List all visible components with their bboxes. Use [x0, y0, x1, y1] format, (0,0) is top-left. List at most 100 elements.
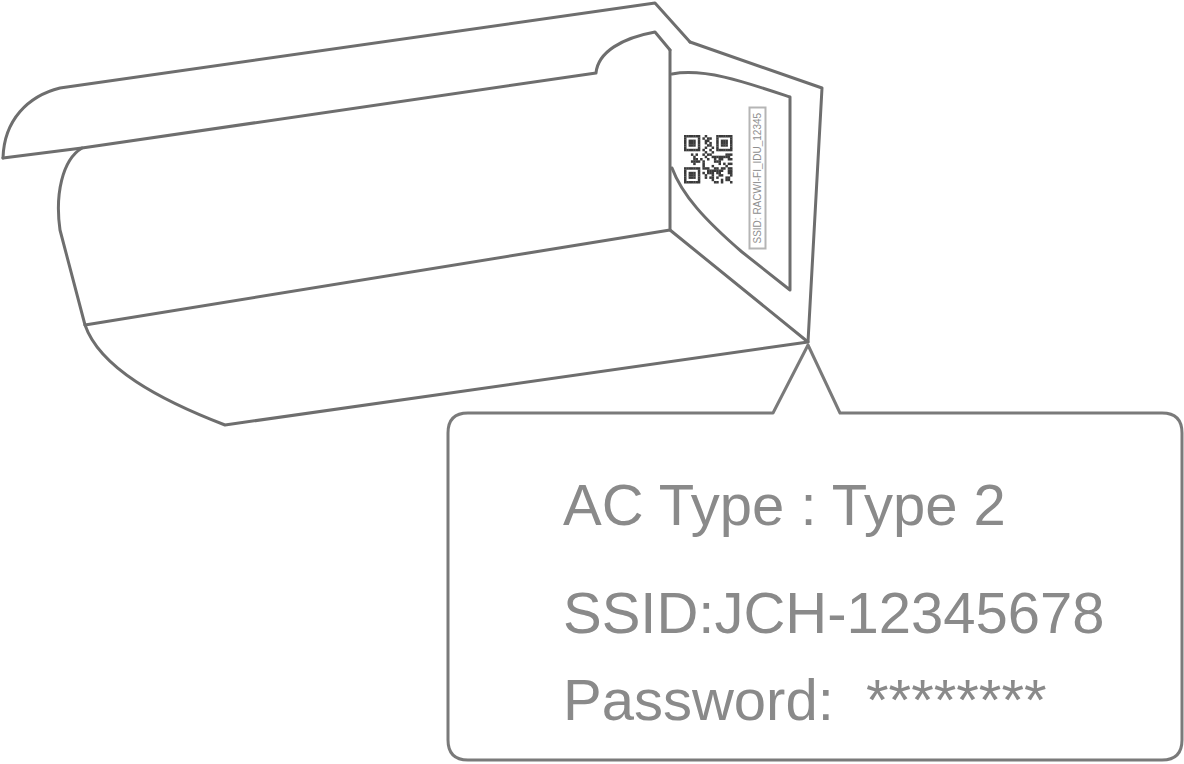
qr-module	[716, 160, 719, 163]
qr-module	[716, 156, 719, 159]
qr-module	[698, 179, 701, 182]
qr-module	[719, 158, 722, 161]
qr-module	[684, 149, 687, 152]
qr-module	[686, 181, 689, 184]
qr-module	[707, 153, 710, 156]
qr-module	[693, 172, 696, 175]
qr-module	[686, 167, 689, 170]
qr-module	[725, 179, 728, 182]
qr-module	[712, 165, 715, 168]
qr-module	[723, 140, 726, 143]
qr-module	[714, 167, 717, 170]
qr-module	[696, 149, 699, 152]
qr-module	[689, 176, 692, 179]
qr-module	[719, 172, 722, 175]
qr-module	[691, 167, 694, 170]
qr-module	[705, 151, 708, 154]
qr-module	[689, 181, 692, 184]
qr-module	[728, 172, 731, 175]
qr-module	[721, 156, 724, 159]
qr-module	[719, 149, 722, 152]
qr-module	[684, 172, 687, 175]
qr-module	[684, 176, 687, 179]
qr-module	[696, 158, 699, 161]
qr-module	[698, 160, 701, 163]
qr-module	[696, 167, 699, 170]
front-body	[58, 50, 670, 325]
qr-module	[730, 167, 733, 170]
qr-module	[684, 167, 687, 170]
qr-module	[702, 165, 705, 168]
qr-module	[707, 167, 710, 170]
qr-module	[716, 181, 719, 184]
qr-module	[723, 135, 726, 138]
qr-module	[730, 135, 733, 138]
qr-module	[728, 158, 731, 161]
qr-module	[691, 149, 694, 152]
side-panel-inner	[672, 73, 790, 290]
qr-module	[698, 167, 701, 170]
qr-module	[728, 135, 731, 138]
qr-module	[725, 153, 728, 156]
qr-module	[689, 172, 692, 175]
qr-module	[698, 170, 701, 173]
qr-module	[728, 179, 731, 182]
qr-module	[719, 170, 722, 173]
qr-module	[728, 170, 731, 173]
qr-module	[725, 140, 728, 143]
qr-module	[698, 174, 701, 177]
qr-module	[696, 181, 699, 184]
qr-module	[702, 167, 705, 170]
qr-module	[698, 142, 701, 145]
qr-module	[689, 140, 692, 143]
qr-module	[684, 147, 687, 150]
qr-module	[728, 153, 731, 156]
qr-module	[721, 158, 724, 161]
qr-module	[721, 135, 724, 138]
qr-module	[730, 172, 733, 175]
qr-module	[719, 135, 722, 138]
qr-module	[719, 160, 722, 163]
qr-module	[700, 158, 703, 161]
qr-module	[714, 181, 717, 184]
qr-module	[716, 176, 719, 179]
qr-module	[693, 140, 696, 143]
qr-module	[705, 135, 708, 138]
qr-module	[693, 144, 696, 147]
qr-module	[698, 137, 701, 140]
qr-module	[716, 147, 719, 150]
qr-module	[716, 142, 719, 145]
qr-module	[721, 179, 724, 182]
qr-module	[709, 137, 712, 140]
qr-module	[684, 144, 687, 147]
qr-module	[689, 174, 692, 177]
qr-module	[723, 167, 726, 170]
qr-module	[693, 160, 696, 163]
qr-module	[728, 156, 731, 159]
qr-module	[709, 172, 712, 175]
qr-module	[709, 176, 712, 179]
ssid-label-plate: SSID: RACWI-FI_IDU_12345	[748, 107, 766, 250]
qr-module	[723, 163, 726, 166]
qr-module	[707, 140, 710, 143]
qr-module	[725, 149, 728, 152]
qr-module	[721, 174, 724, 177]
qr-module	[691, 140, 694, 143]
qr-module	[730, 170, 733, 173]
qr-module	[719, 174, 722, 177]
flap-lower-edge	[3, 32, 670, 158]
qr-module	[691, 135, 694, 138]
qr-module	[728, 149, 731, 152]
qr-module	[730, 158, 733, 161]
qr-module	[730, 163, 733, 166]
qr-module	[707, 137, 710, 140]
qr-module	[691, 172, 694, 175]
qr-module	[705, 142, 708, 145]
qr-module	[698, 140, 701, 143]
qr-module	[725, 165, 728, 168]
qr-module	[684, 179, 687, 182]
qr-module	[707, 158, 710, 161]
qr-module	[712, 172, 715, 175]
qr-module	[684, 181, 687, 184]
qr-module	[691, 160, 694, 163]
